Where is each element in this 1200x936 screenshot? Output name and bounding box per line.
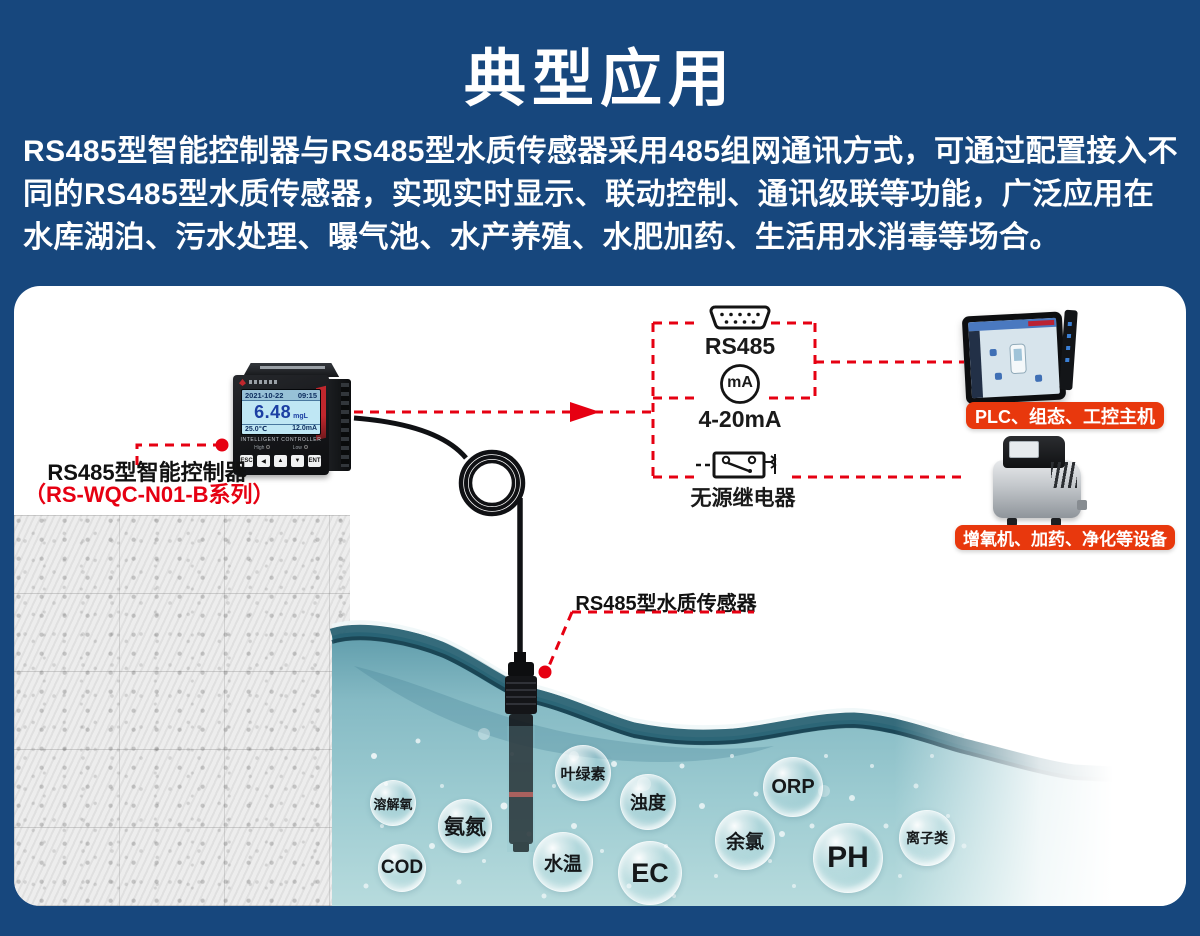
plc-label-badge: PLC、组态、工控主机: [966, 402, 1164, 429]
water-parameter-bubble: ORP: [763, 757, 823, 817]
lcd-current: 12.0mA: [292, 425, 317, 432]
arrowhead-icon: [570, 402, 600, 422]
controller-indicator-row: High Low: [243, 445, 319, 451]
sensor-label: RS485型水质传感器: [575, 593, 757, 615]
controller-key: ◀: [257, 455, 270, 467]
texture-backdrop: [14, 515, 350, 906]
pump-label-badge: 增氧机、加药、净化等设备: [955, 525, 1175, 550]
sensor-callout-dot: [538, 665, 552, 679]
pump-device: [993, 436, 1087, 526]
lcd-time: 09:15: [297, 391, 317, 400]
water-speckles: [363, 728, 967, 899]
controller-keys: ESC ◀ ▲ ▼ ENT: [240, 455, 322, 467]
plc-device: [961, 311, 1067, 405]
controller-key: ENT: [308, 455, 321, 467]
intro-paragraph: RS485型智能控制器与RS485型水质传感器采用485组网通讯方式，可通过配置…: [23, 135, 1179, 254]
controller-label: RS485型智能控制器 （RS-WQC-N01-B系列）: [24, 460, 275, 507]
brand-logo-text: [249, 380, 279, 384]
water-parameter-bubble: 溶解氧: [370, 780, 416, 826]
relay-icon: [696, 451, 777, 479]
controller-key: ▼: [291, 455, 304, 467]
water-parameter-bubble: EC: [618, 841, 682, 905]
water-parameter-bubble: PH: [813, 823, 883, 893]
lcd-value: 6.48: [254, 402, 292, 422]
page-title: 典型应用: [463, 45, 736, 114]
controller-callout-dot: [215, 438, 229, 452]
lcd-temp: 25.0℃: [245, 426, 268, 433]
water-parameter-bubble: 余氯: [715, 810, 775, 870]
lcd-unit: mgL: [293, 412, 308, 420]
water-parameter-bubble: 水温: [533, 832, 593, 892]
water-parameter-bubble: 叶绿素: [555, 745, 611, 801]
db9-icon: [709, 305, 771, 330]
rs485-label: RS485: [704, 333, 776, 359]
plc-screen: [968, 317, 1060, 399]
sensor-cable: [353, 415, 526, 664]
water-parameter-bubble: 浊度: [620, 774, 676, 830]
water-parameter-bubble: COD: [378, 844, 426, 892]
lcd-date: 2021-10-22: [245, 391, 284, 400]
controller-label-name: RS485型智能控制器: [47, 460, 247, 485]
water-body: [329, 616, 1186, 906]
controller-label-series: （RS-WQC-N01-B系列）: [24, 482, 275, 507]
water-parameter-bubble: 离子类: [899, 810, 955, 866]
sensor-probe: [505, 652, 537, 852]
controller-caption: INTELLIGENT CONTROLLER: [240, 437, 322, 443]
sensor-callout-line: [547, 610, 754, 667]
controller-front-panel: 2021-10-22 09:15 6.48 mgL 25.0℃ 12.0mA I…: [233, 375, 329, 475]
controller-key: ▲: [274, 455, 287, 467]
relay-label: 无源继电器: [690, 487, 796, 510]
controller-terminal-block: [329, 379, 351, 471]
controller-top-cap: [242, 363, 340, 377]
range-label: 4-20mA: [698, 406, 782, 432]
water-parameter-bubble: 氨氮: [438, 799, 492, 853]
controller-screen: 2021-10-22 09:15 6.48 mgL 25.0℃ 12.0mA: [241, 389, 321, 435]
controller-device: 2021-10-22 09:15 6.48 mgL 25.0℃ 12.0mA I…: [229, 363, 359, 485]
ma-label: mA: [727, 374, 753, 391]
brand-logo-icon: [239, 379, 246, 386]
controller-key: ESC: [240, 455, 253, 467]
